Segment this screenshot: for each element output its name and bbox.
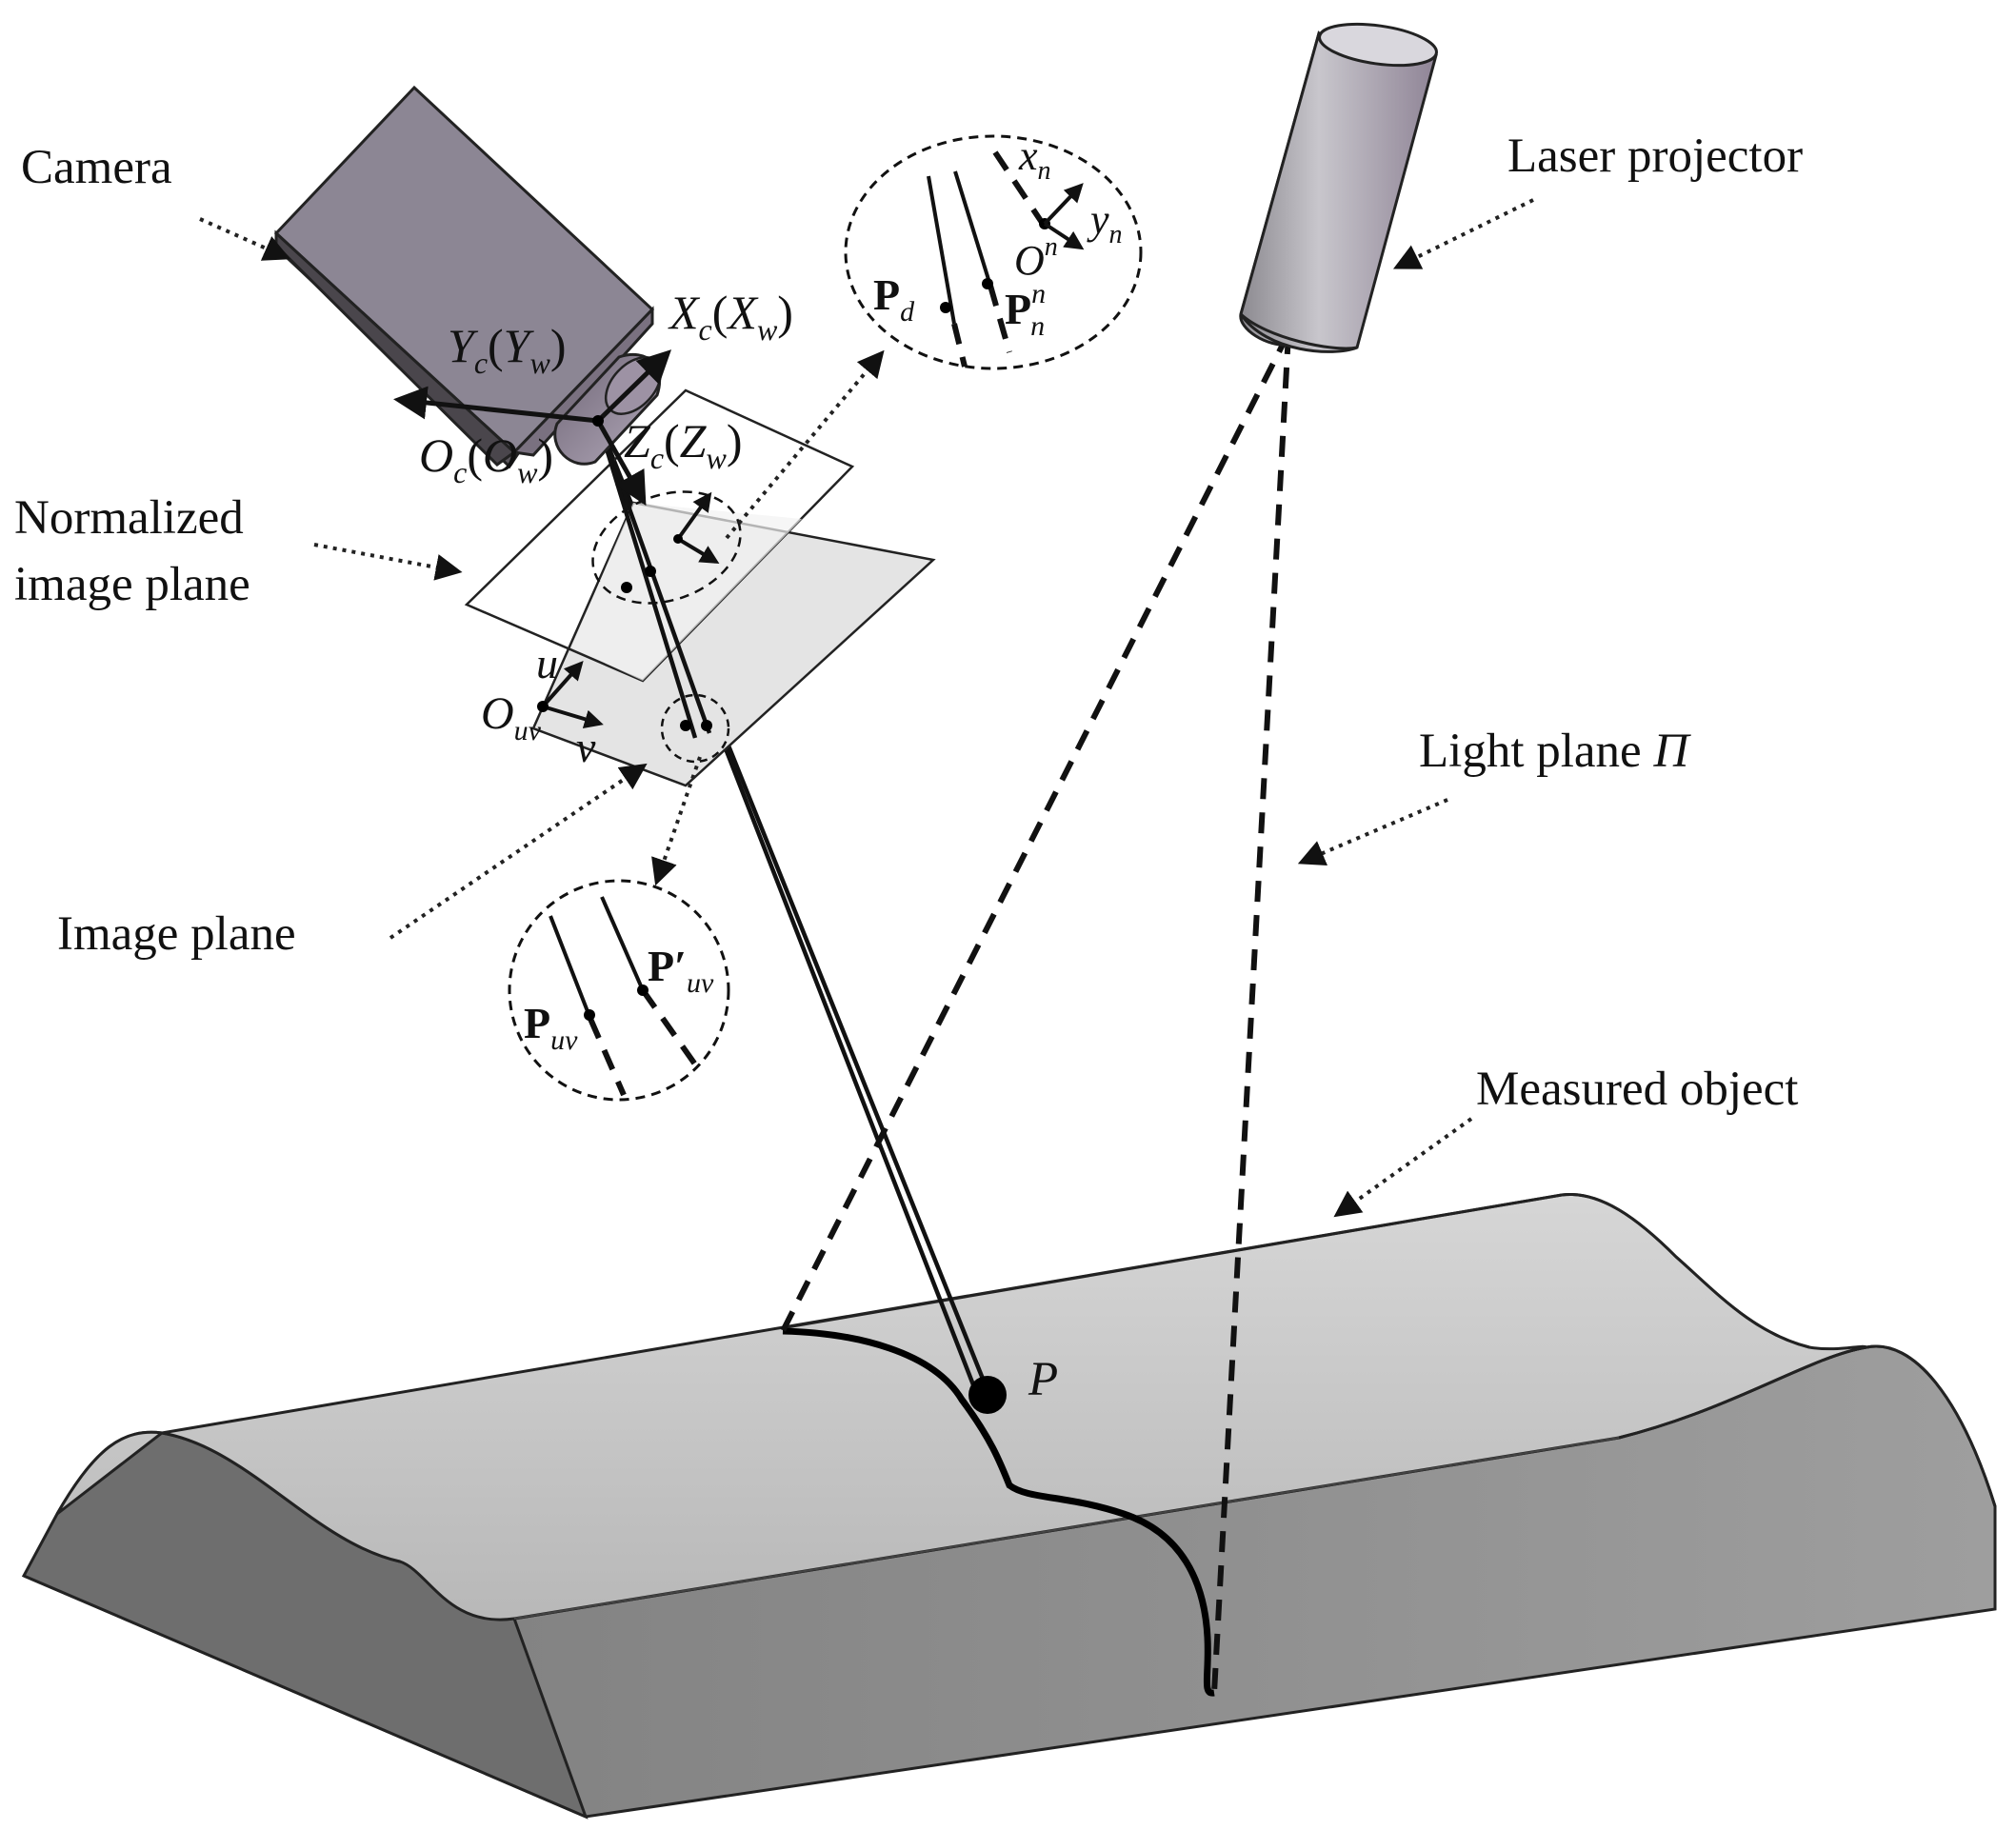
yn-label: yn xyxy=(1087,196,1123,249)
xc-label: Xc(Xw) xyxy=(668,286,793,347)
puv-prime-label: P′uv xyxy=(648,942,714,999)
normalized-plane-label-1: Normalized xyxy=(14,491,244,545)
object-right-curve xyxy=(1618,1344,1997,1507)
point-p xyxy=(968,1376,1007,1414)
on-label: On xyxy=(1014,232,1058,284)
normalized-plane-label-2: image plane xyxy=(14,558,250,611)
puv-label: Puv xyxy=(524,999,578,1056)
pd-label: Pd xyxy=(873,270,915,328)
laser-projector xyxy=(1239,22,1438,353)
u-label: u xyxy=(536,639,558,687)
camera-front-face xyxy=(510,306,654,457)
zc-label: Zc(Zw) xyxy=(624,414,742,475)
uv-axes xyxy=(537,661,604,728)
camera-label: Camera xyxy=(21,141,172,194)
light-plane xyxy=(780,331,1291,1694)
laser-stripe xyxy=(782,1327,1215,1697)
v-label: v xyxy=(576,723,596,771)
laser-projector-label: Laser projector xyxy=(1507,129,1803,183)
normalized-detail-callout xyxy=(844,134,1143,370)
object-crease xyxy=(513,1437,1620,1620)
camera-axes xyxy=(393,349,672,507)
yc-label: Yc(Yw) xyxy=(448,319,566,380)
point-p-label: P xyxy=(1028,1353,1058,1406)
image-detail-callout xyxy=(508,879,730,1102)
image-zoom-circle xyxy=(660,693,730,764)
ouv-label: Ouv xyxy=(481,688,542,746)
measured-object-label: Measured object xyxy=(1476,1063,1798,1116)
measured-object xyxy=(21,1192,1997,1820)
image-plane-label: Image plane xyxy=(57,907,296,961)
oc-label: Oc(Ow) xyxy=(419,428,553,489)
xn-label: xn xyxy=(1018,132,1051,186)
object-back-edge xyxy=(780,1192,1810,1349)
normalized-plane-overlap xyxy=(571,503,802,681)
light-plane-label: Light plane Π xyxy=(1419,725,1691,778)
